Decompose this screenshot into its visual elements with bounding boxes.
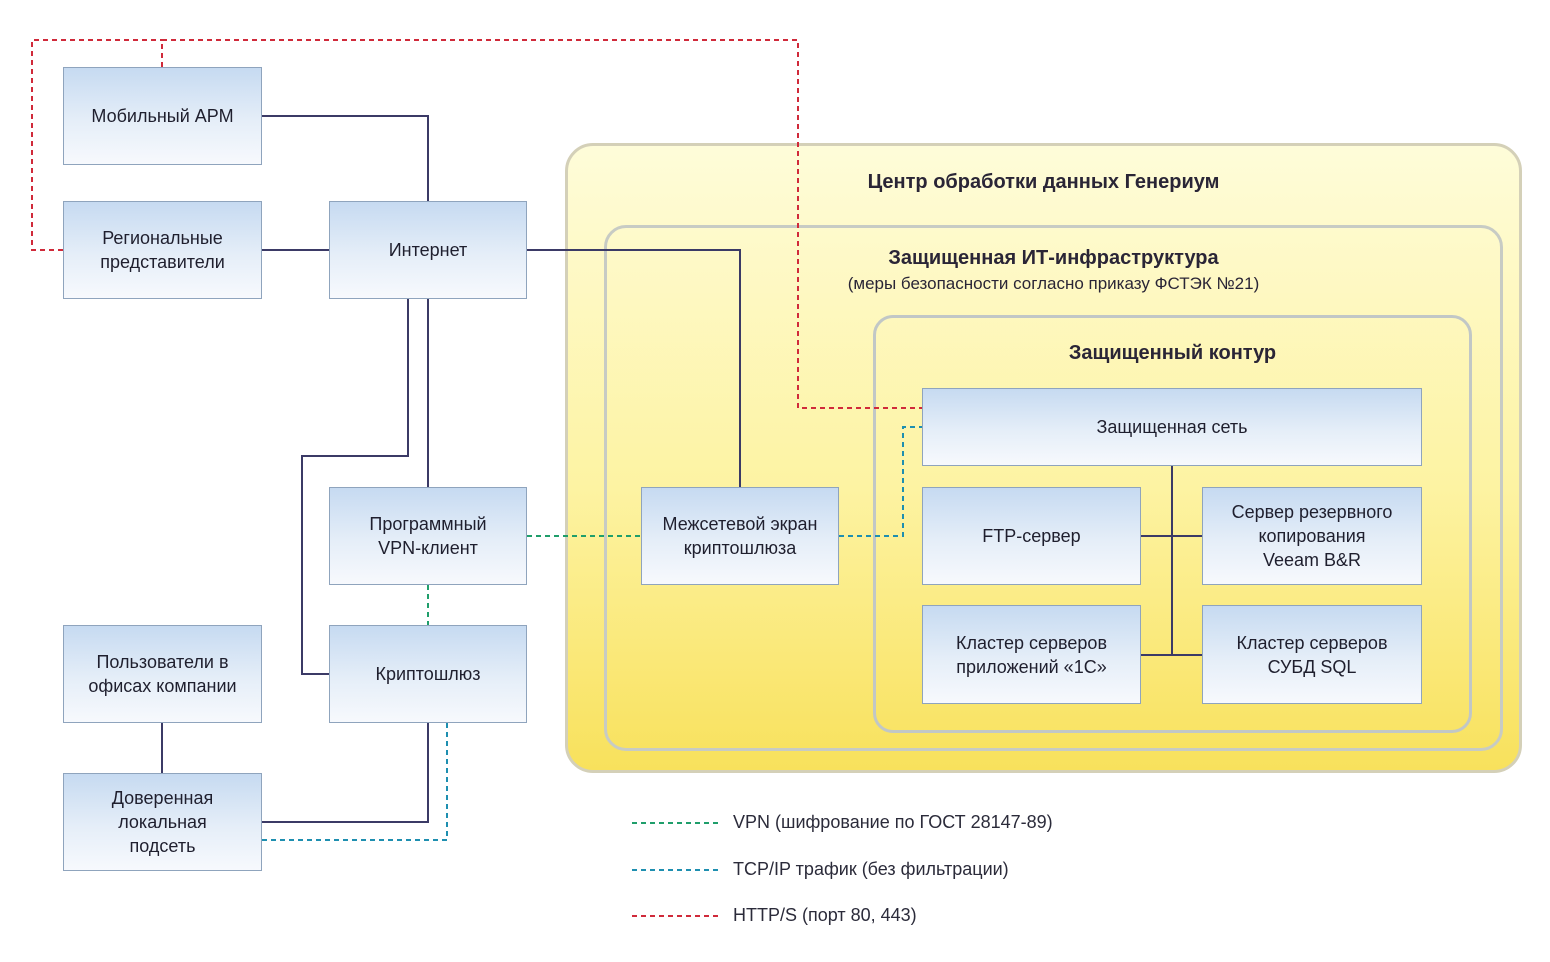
http-mobile-secure-net [161, 39, 922, 409]
node-vpn-client: Программный VPN-клиент [329, 487, 527, 585]
infrastructure-zone [604, 225, 1503, 751]
secure-perimeter-zone [873, 315, 1472, 733]
link-internet-firewall [527, 249, 741, 487]
datacenter-title: Центр обработки данных Генериум [867, 171, 1220, 193]
node-regional-reps: Региональные представители [63, 201, 262, 299]
node-mobile-workstation: Мобильный АРМ [63, 67, 262, 165]
solid-links [161, 115, 1202, 823]
node-crypto-gateway: Криптошлюз [329, 625, 527, 723]
node-sql-cluster: Кластер серверов СУБД SQL [1202, 605, 1422, 704]
node-firewall: Межсетевой экран криптошлюза [641, 487, 839, 585]
tcp-gateway-lan [262, 723, 448, 841]
tcp-firewall-secure-net [839, 426, 922, 537]
node-secure-network: Защищенная сеть [922, 388, 1422, 466]
link-mobile-internet [262, 115, 429, 201]
legend-http-label: HTTP/S (порт 80, 443) [733, 905, 917, 925]
infrastructure-subtitle: (меры безопасности согласно приказу ФСТЭ… [847, 274, 1260, 293]
node-office-users: Пользователи в офисах компании [63, 625, 262, 723]
node-ftp-server: FTP-сервер [922, 487, 1141, 585]
node-1c-cluster: Кластер серверов приложений «1С» [922, 605, 1141, 704]
legend-vpn-label: VPN (шифрование по ГОСТ 28147-89) [733, 812, 1053, 832]
node-trusted-lan: Доверенная локальная подсеть [63, 773, 262, 871]
link-internet-crypto-gateway [301, 299, 409, 675]
secure-perimeter-title: Защищенный контур [1068, 342, 1277, 364]
tcp-links [262, 426, 922, 841]
vpn-links [427, 535, 641, 625]
infrastructure-title: Защищенная ИТ-инфраструктура [888, 247, 1219, 269]
legend-tcp-label: TCP/IP трафик (без фильтрации) [733, 859, 1009, 879]
link-gateway-lan [262, 723, 429, 823]
node-internet: Интернет [329, 201, 527, 299]
http-regional-loop [31, 39, 162, 251]
node-backup-server: Сервер резервного копирования Veeam B&R [1202, 487, 1422, 585]
http-links [31, 39, 922, 409]
